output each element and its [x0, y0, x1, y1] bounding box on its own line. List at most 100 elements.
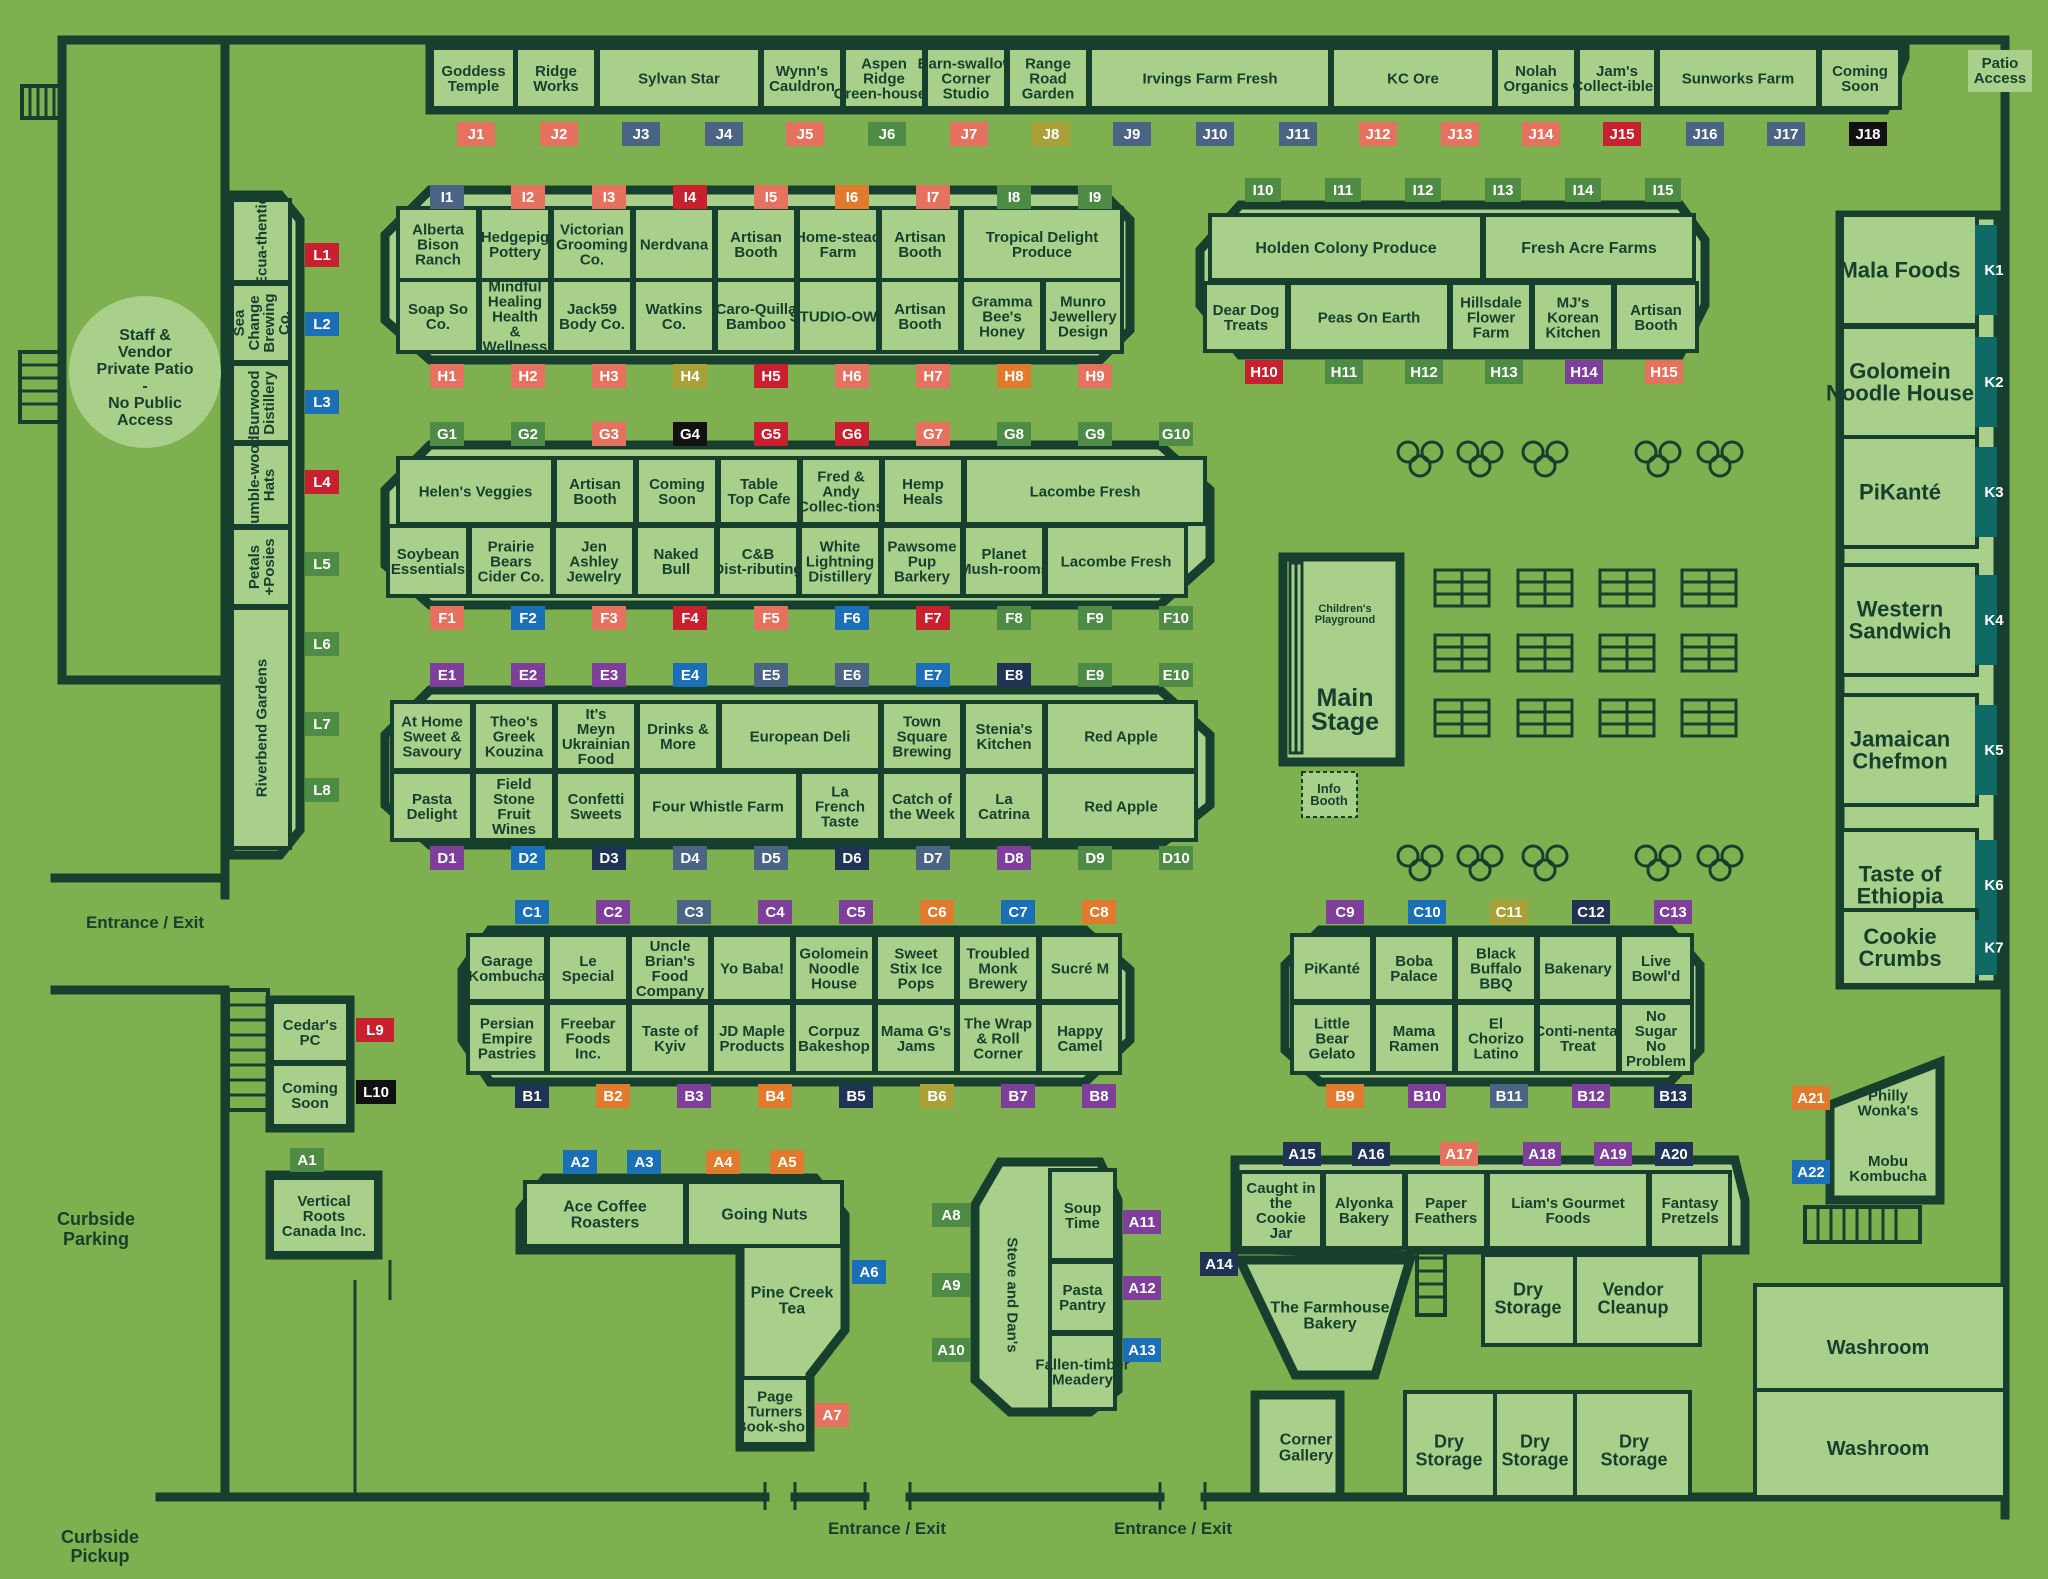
booth-c12[interactable]: Bakenary [1536, 933, 1620, 1003]
booth-a4[interactable]: Going Nuts [685, 1180, 844, 1248]
booth-g8[interactable]: Lacombe Fresh [963, 456, 1207, 526]
booth-h11[interactable]: Peas On Earth [1287, 281, 1451, 353]
booth-c4[interactable]: Yo Baba! [710, 933, 794, 1003]
booth-f9[interactable]: Lacombe Fresh [1044, 524, 1188, 598]
booth-j3[interactable]: Sylvan Star [596, 46, 762, 110]
booth-j15[interactable]: Sunworks Farm [1656, 46, 1820, 110]
booth-e9[interactable]: Red Apple [1044, 700, 1198, 772]
booth-l5[interactable]: Petals+Posies [230, 526, 292, 608]
booth-d4[interactable]: Four Whistle Farm [636, 770, 800, 842]
booth-i10[interactable]: Holden Colony Produce [1208, 213, 1484, 282]
booth-l1[interactable]: Ecua-thentic [230, 196, 292, 286]
booth-i13[interactable]: Fresh Acre Farms [1482, 213, 1696, 282]
booth-i4[interactable]: Nerdvana [632, 206, 716, 282]
booth-j11[interactable]: KC Ore [1330, 46, 1496, 110]
booth-e5[interactable]: European Deli [718, 700, 882, 772]
booth-h6[interactable]: STUDIO-OWL [790, 278, 887, 354]
booth-j9[interactable]: Irvings Farm Fresh [1088, 46, 1332, 110]
booth-d9[interactable]: Red Apple [1044, 770, 1198, 842]
booth-g1[interactable]: Helen's Veggies [396, 456, 555, 526]
booth-e4[interactable]: Drinks &More [636, 700, 720, 772]
